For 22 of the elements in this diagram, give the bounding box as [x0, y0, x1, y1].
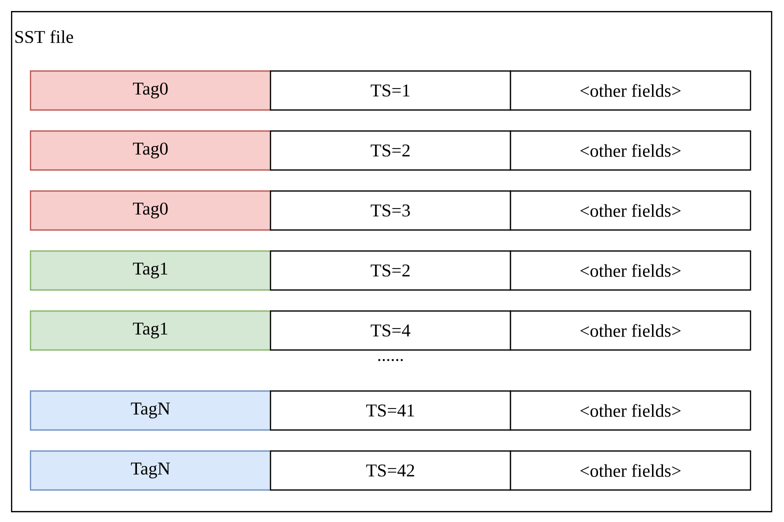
tag-cell: Tag0	[30, 70, 272, 111]
fields-cell: <other fields>	[510, 70, 752, 111]
fields-cell: <other fields>	[510, 130, 752, 171]
fields-cell: <other fields>	[510, 390, 752, 431]
fields-cell: <other fields>	[510, 250, 752, 291]
fields-cell: <other fields>	[510, 190, 752, 231]
fields-cell: <other fields>	[510, 450, 752, 491]
tag-cell: TagN	[30, 390, 272, 431]
tag-cell: Tag0	[30, 190, 272, 231]
ts-cell: TS=3	[270, 190, 512, 231]
ts-cell: TS=1	[270, 70, 512, 111]
tag-cell: Tag0	[30, 130, 272, 171]
ts-cell: TS=41	[270, 390, 512, 431]
fields-cell: <other fields>	[510, 310, 752, 351]
ellipsis-text: ......	[378, 358, 403, 362]
ts-cell: TS=2	[270, 130, 512, 171]
ts-cell: TS=42	[270, 450, 512, 491]
tag-cell: Tag1	[30, 310, 272, 351]
tag-cell: TagN	[30, 450, 272, 491]
ts-cell: TS=2	[270, 250, 512, 291]
ts-cell: TS=4	[270, 310, 512, 351]
tag-cell: Tag1	[30, 250, 272, 291]
